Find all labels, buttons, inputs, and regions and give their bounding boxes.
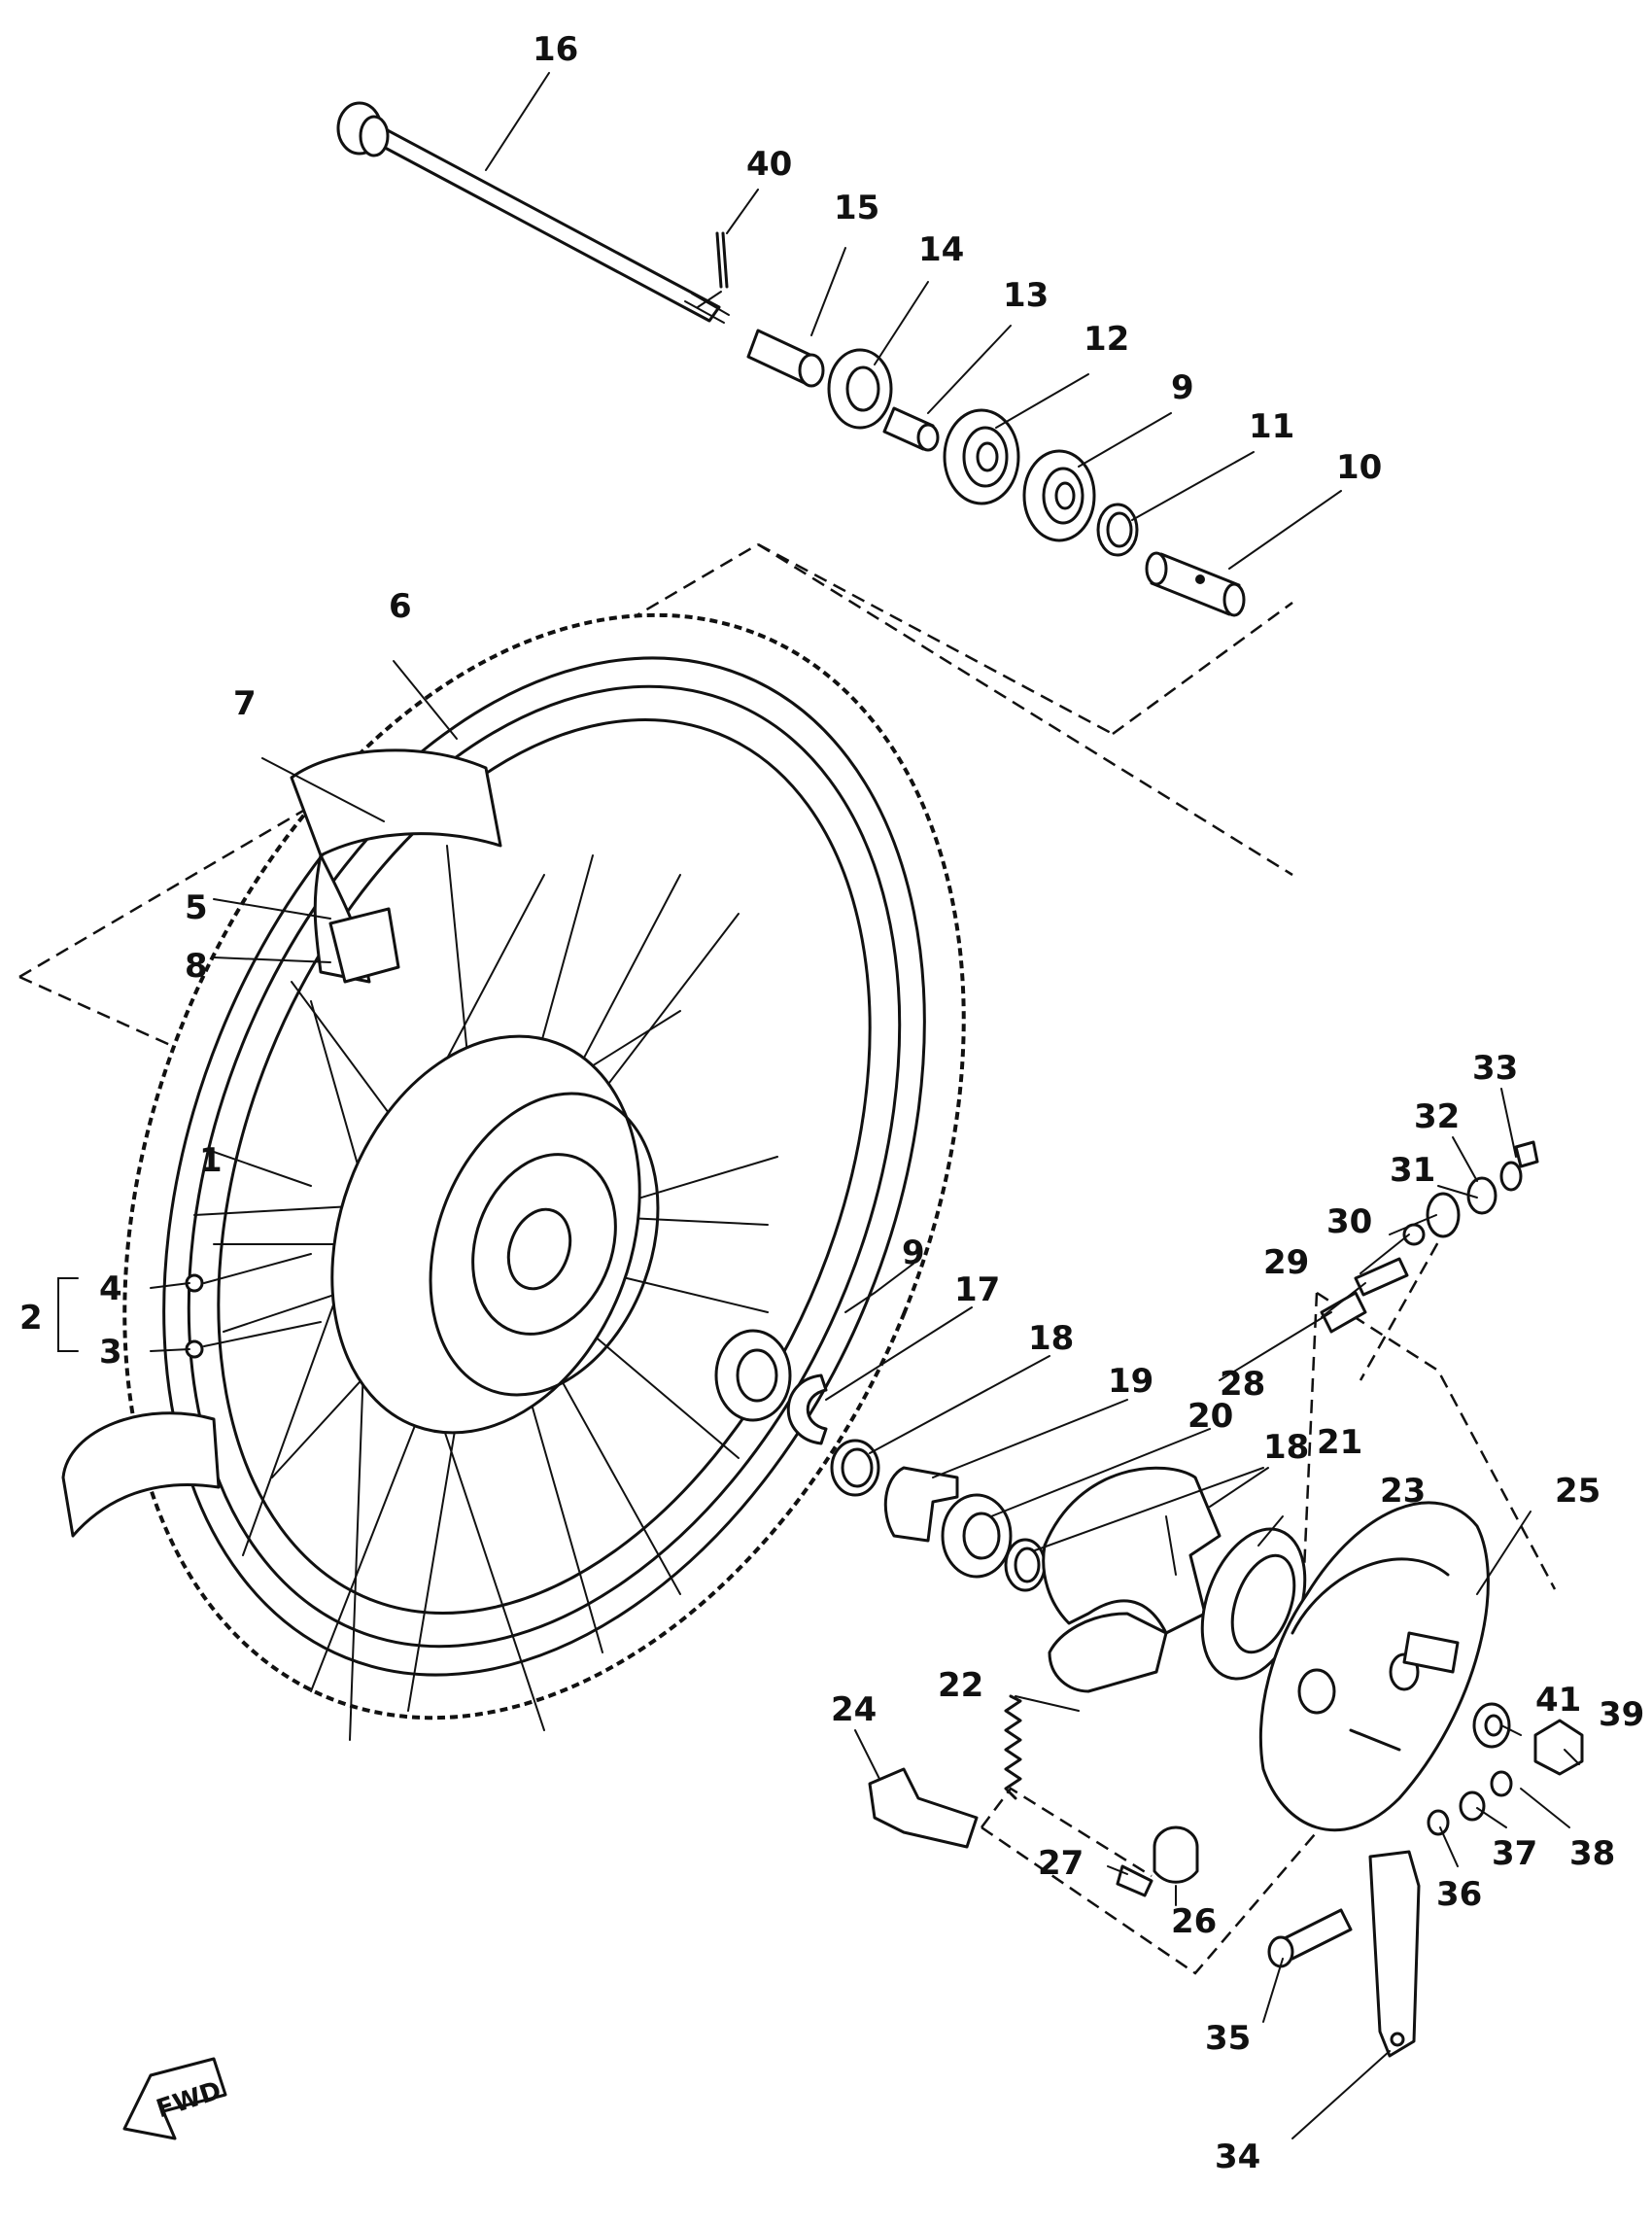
callout-19: 19 [1108, 1362, 1153, 1401]
gear-20 [941, 1493, 1013, 1579]
circlip-17 [786, 1373, 828, 1445]
ring-18b [1004, 1538, 1047, 1592]
callout-9-lower: 9 [902, 1234, 925, 1272]
callout-38: 38 [1569, 1834, 1615, 1873]
callout-26: 26 [1171, 1902, 1217, 1941]
callout-18a: 18 [1028, 1319, 1074, 1358]
callout-24: 24 [831, 1690, 877, 1729]
callout-36: 36 [1436, 1875, 1482, 1914]
cotter-pin [715, 231, 729, 289]
callout-8: 8 [185, 947, 208, 986]
callout-1: 1 [199, 1141, 223, 1180]
callout-23: 23 [1380, 1472, 1426, 1511]
plate-19 [883, 1466, 959, 1543]
callout-15: 15 [834, 189, 879, 227]
callout-18b: 18 [1263, 1428, 1309, 1467]
callout-32: 32 [1414, 1097, 1460, 1136]
leader-lines [57, 72, 1580, 2139]
callout-27: 27 [1038, 1844, 1084, 1883]
callout-20: 20 [1187, 1397, 1233, 1436]
callout-12: 12 [1084, 320, 1129, 359]
callout-3: 3 [99, 1333, 122, 1372]
callout-28: 28 [1220, 1365, 1265, 1404]
callout-41: 41 [1535, 1681, 1581, 1720]
callout-17: 17 [954, 1270, 1000, 1309]
fwd-arrow-icon: FWD [122, 2057, 227, 2140]
bearing-9-lower [714, 1329, 792, 1422]
bolt-35 [1267, 1908, 1353, 1968]
bearing-12 [943, 408, 1020, 505]
wheel [61, 612, 966, 1741]
callout-6: 6 [389, 587, 412, 626]
callout-4: 4 [99, 1269, 122, 1308]
callout-34: 34 [1215, 2138, 1260, 2176]
fwd-label: FWD [153, 2076, 224, 2125]
spring-22 [1004, 1694, 1022, 1800]
hardware-41-39 [1427, 1702, 1584, 1836]
dust-seal-14 [827, 348, 893, 430]
callout-7: 7 [233, 684, 257, 723]
spacer-15 [746, 329, 825, 388]
callout-21: 21 [1317, 1423, 1362, 1462]
plug-26 [1153, 1825, 1199, 1884]
callout-13: 13 [1003, 276, 1049, 315]
axle [336, 101, 730, 324]
spacer-13 [882, 406, 940, 452]
circlip-11 [1096, 503, 1139, 557]
ring-18a [830, 1439, 880, 1497]
callout-37: 37 [1492, 1834, 1537, 1873]
callout-14: 14 [918, 230, 964, 269]
callout-31: 31 [1390, 1151, 1435, 1190]
callout-16: 16 [533, 30, 578, 69]
collar-10 [1145, 551, 1246, 617]
callout-30: 30 [1326, 1202, 1372, 1241]
cam-24 [868, 1767, 979, 1849]
callout-22: 22 [938, 1666, 983, 1705]
callout-labels: 16 40 15 14 13 12 9 11 10 6 7 5 8 1 4 2 … [19, 30, 1644, 2176]
brake-arm-34 [1368, 1850, 1421, 2058]
rim [187, 684, 902, 1649]
callout-9-upper: 9 [1171, 368, 1194, 407]
callout-25: 25 [1555, 1472, 1600, 1511]
callout-5: 5 [185, 888, 208, 927]
callout-11: 11 [1249, 407, 1294, 446]
callout-39: 39 [1599, 1695, 1644, 1734]
brake-shoes [1042, 1466, 1222, 1693]
callout-29: 29 [1263, 1243, 1309, 1282]
callout-40: 40 [746, 145, 792, 184]
brake-plate [1259, 1501, 1490, 1832]
nipple-27 [1116, 1864, 1153, 1897]
callout-10: 10 [1336, 448, 1382, 487]
callout-35: 35 [1205, 2019, 1251, 2058]
callout-33: 33 [1472, 1049, 1518, 1088]
speedo-drive [1320, 1140, 1539, 1334]
seal-23 [1200, 1527, 1307, 1681]
bearing-9-upper [1022, 449, 1096, 542]
callout-2: 2 [19, 1299, 43, 1338]
